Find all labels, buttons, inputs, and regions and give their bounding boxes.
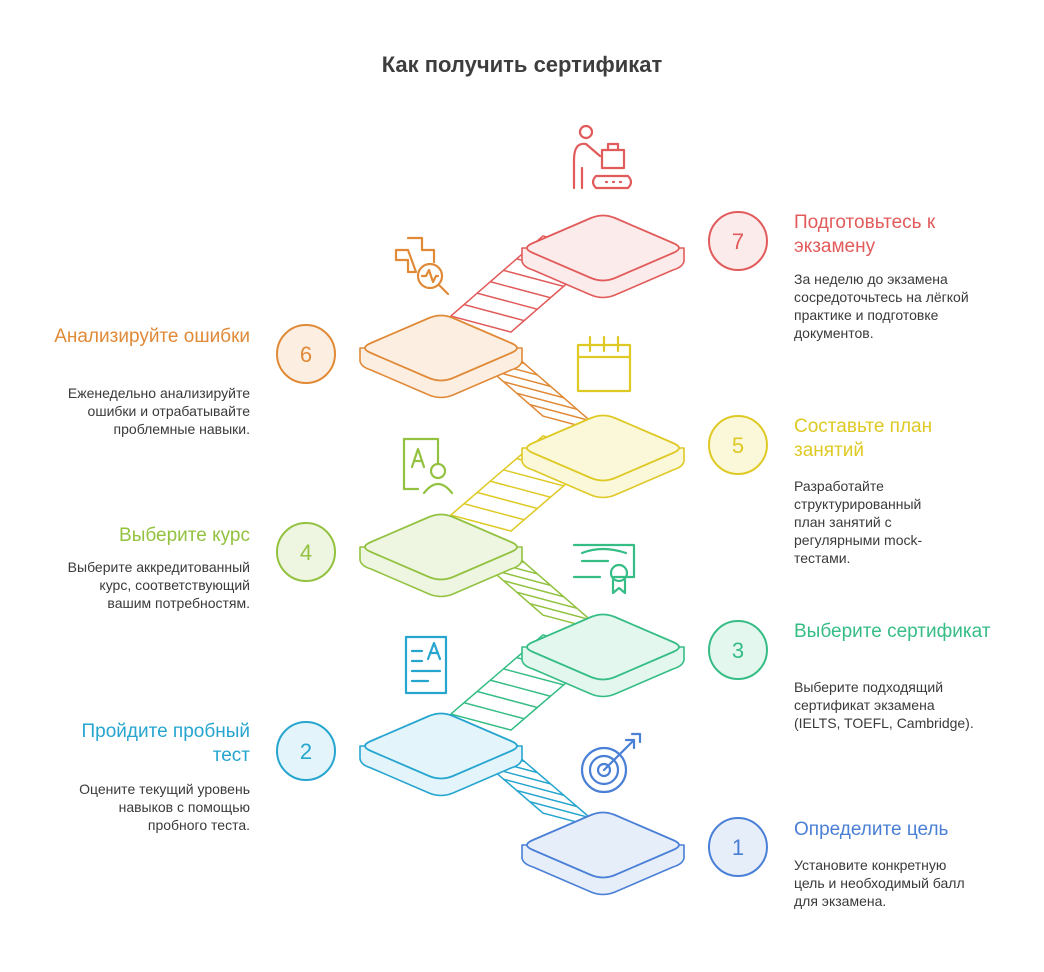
step-title-4: Выберите курс [119, 525, 250, 546]
step-number-circle-7 [708, 211, 768, 271]
step-number-circle-6 [276, 324, 336, 384]
platform-top-5 [526, 414, 680, 482]
luggage-person-icon [572, 124, 633, 190]
step-6-graphic [359, 314, 604, 433]
step-description-2: Оцените текущий уровень навыков с помощь… [79, 781, 250, 833]
test-document-icon [404, 635, 448, 695]
step-2-graphic [359, 712, 604, 830]
step-number-circle-1 [708, 817, 768, 877]
diagram-title: Как получить сертификат [381, 52, 663, 77]
step-number-circle-4 [276, 522, 336, 582]
step-description-6: Еженедельно анализируйте ошибки и отраба… [67, 385, 250, 437]
step-5-graphic [450, 414, 685, 532]
step-number-6: 6 [300, 342, 312, 367]
step-number-1: 1 [732, 835, 744, 860]
platform-top-1 [526, 811, 680, 879]
target-icon [580, 732, 642, 794]
step-number-3: 3 [732, 638, 744, 663]
step-4-graphic [359, 513, 604, 632]
step-number-2: 2 [300, 739, 312, 764]
health-check-icon [394, 236, 450, 296]
platform-top-3 [526, 613, 680, 681]
step-number-7: 7 [732, 229, 744, 254]
step-1-graphic [521, 811, 685, 896]
step-description-1: Установите конкретную цель и необходимый… [794, 857, 965, 909]
platform-top-7 [526, 214, 680, 282]
platform-top-2 [364, 712, 518, 780]
calendar-icon [576, 335, 632, 393]
step-description-5: Разработайте структурированный план заня… [794, 478, 923, 566]
certificate-icon [572, 543, 636, 595]
step-title-1: Определите цель [794, 819, 949, 840]
step-number-circle-2 [276, 721, 336, 781]
step-description-3: Выберите подходящий сертификат экзамена … [794, 679, 974, 731]
step-title-6: Анализируйте ошибки [54, 326, 250, 347]
step-description-7: За неделю до экзамена сосредоточьтесь на… [794, 271, 969, 341]
step-description-4: Выберите аккредитованный курс, соответст… [67, 559, 250, 611]
step-title-5: Составьте план занятий [794, 416, 933, 461]
step-title-7: Подготовьтесь к экзамену [794, 212, 936, 257]
step-number-circle-3 [708, 620, 768, 680]
step-3-graphic [450, 613, 685, 731]
step-number-5: 5 [732, 433, 744, 458]
platform-top-4 [364, 513, 518, 581]
step-number-circle-5 [708, 415, 768, 475]
course-icon [402, 437, 454, 495]
step-title-3: Выберите сертификат [794, 621, 991, 642]
step-7-graphic [450, 214, 685, 333]
step-number-4: 4 [300, 540, 312, 565]
platform-top-6 [364, 314, 518, 382]
step-title-2: Пройдите пробный тест [81, 721, 250, 766]
